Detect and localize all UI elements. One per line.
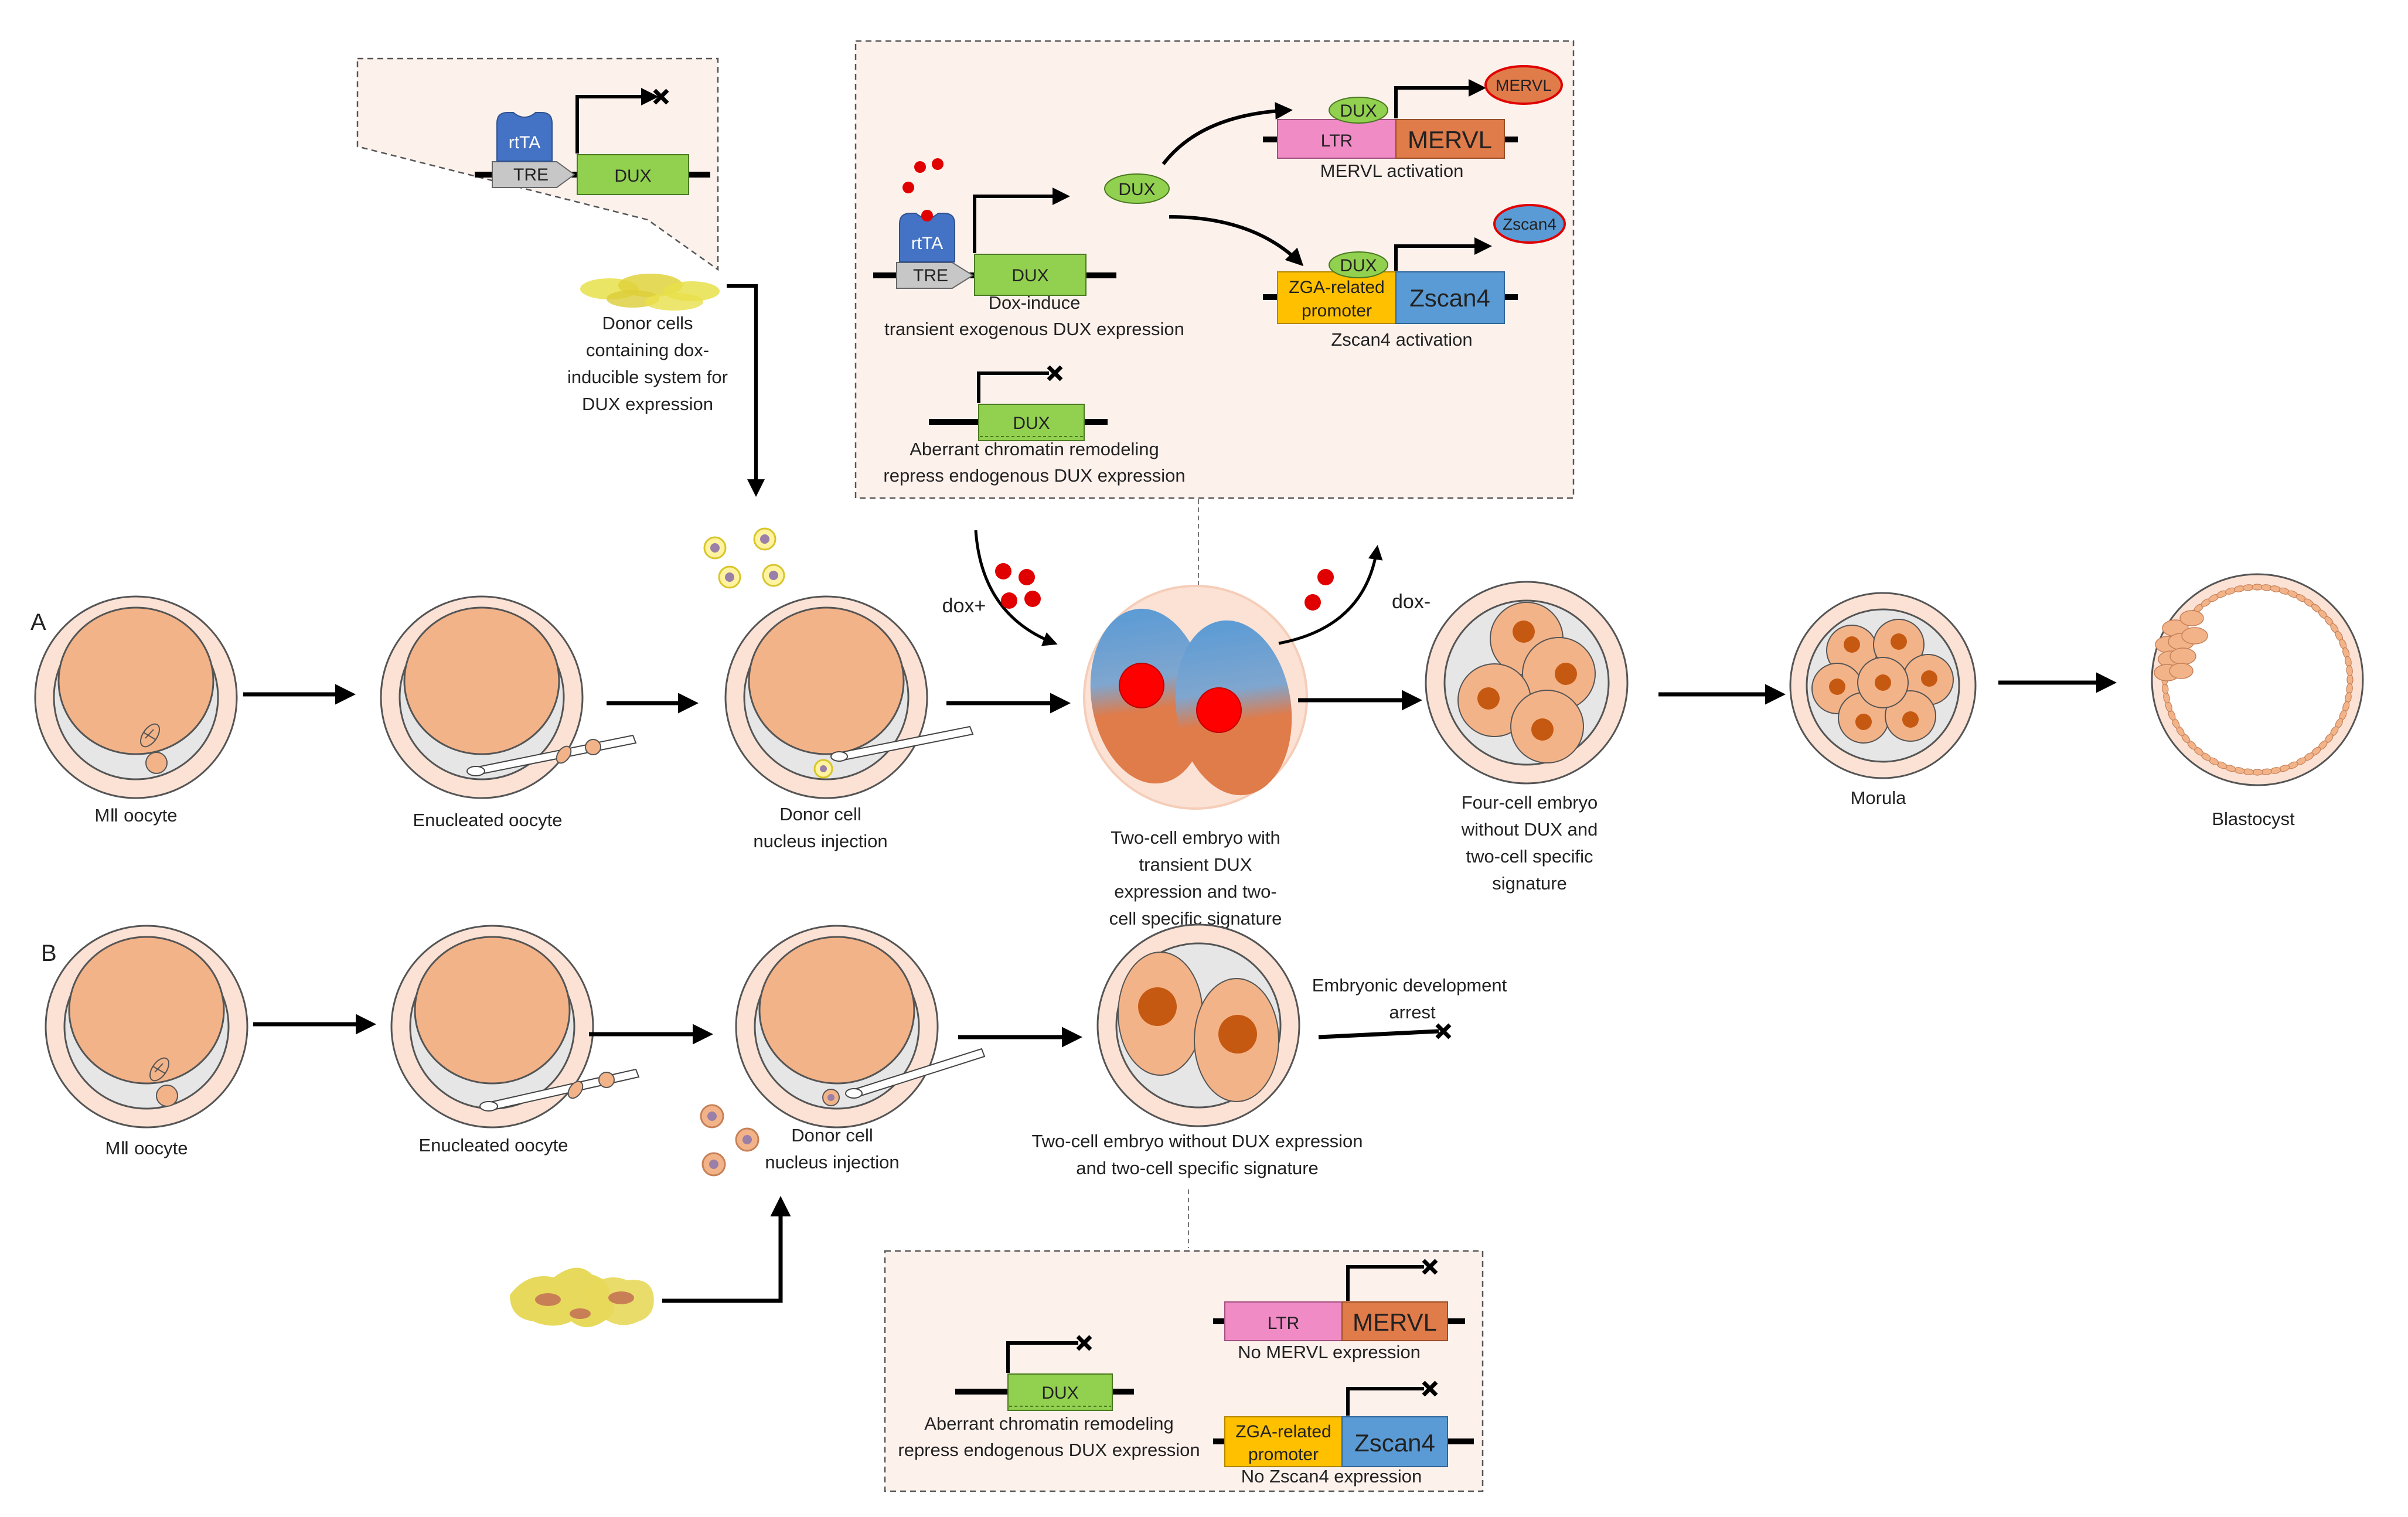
svg-text:LTR: LTR (1268, 1314, 1299, 1333)
enucleated-oocyte-a (380, 595, 637, 799)
svg-text:Four-cell embryo: Four-cell embryo (1462, 792, 1598, 813)
svg-text:Aberrant chromatin remodeling: Aberrant chromatin remodeling (924, 1413, 1174, 1434)
svg-text:DUX: DUX (1340, 256, 1377, 275)
svg-text:repress endogenous DUX express: repress endogenous DUX expression (898, 1440, 1200, 1460)
svg-text:DUX expression: DUX expression (582, 394, 713, 414)
mii-label-a: MⅡ oocyte (94, 805, 177, 826)
injection-label-b-2: nucleus injection (765, 1152, 899, 1172)
dox-plus: dox+ (942, 530, 1058, 646)
dux-transgene-label: DUX (1011, 266, 1048, 285)
rtta-label: rtTA (509, 133, 540, 152)
zscan4-product-label: Zscan4 (1503, 215, 1556, 233)
svg-text:DUX: DUX (1013, 414, 1050, 433)
svg-text:MERVL activation: MERVL activation (1320, 161, 1464, 181)
svg-text:without DUX and: without DUX and (1461, 819, 1598, 840)
dux-label: DUX (614, 166, 651, 186)
tre-label: TRE (513, 165, 549, 185)
donor-injection-b (735, 925, 986, 1129)
svg-text:two-cell specific: two-cell specific (1466, 846, 1593, 867)
svg-text:MERVL: MERVL (1353, 1308, 1437, 1336)
svg-text:ZGA-related: ZGA-related (1235, 1422, 1331, 1441)
svg-text:Donor cells: Donor cells (602, 313, 693, 333)
svg-text:DUX: DUX (1340, 101, 1377, 121)
svg-text:transient exogenous DUX expres: transient exogenous DUX expression (884, 319, 1184, 339)
enucleated-label-a: Enucleated oocyte (413, 810, 562, 830)
injection-label-b-1: Donor cell (791, 1125, 873, 1146)
injection-label-a-1: Donor cell (779, 804, 861, 824)
dox-minus: dox- (1278, 545, 1431, 645)
blastocyst (2151, 573, 2364, 786)
svg-text:Zscan4 activation: Zscan4 activation (1331, 329, 1472, 350)
donor-cells-a (703, 527, 785, 589)
blastocyst-label: Blastocyst (2212, 809, 2295, 829)
arrow-donor-to-injection-b (662, 1196, 791, 1303)
svg-text:Zscan4: Zscan4 (1409, 284, 1490, 312)
donor-injection-a (724, 595, 974, 799)
two-cell-embryo-no-dux (1096, 923, 1300, 1127)
panel-a-label: A (30, 609, 46, 635)
enucleated-label-b: Enucleated oocyte (418, 1135, 568, 1155)
morula-label: Morula (1851, 788, 1907, 808)
svg-text:DUX: DUX (1041, 1383, 1078, 1403)
svg-text:Dox-induce: Dox-induce (989, 292, 1081, 313)
inset-no-dux: DUX Aberrant chromatin remodeling repres… (884, 1250, 1484, 1492)
four-cell-embryo (1425, 581, 1629, 785)
tre-label-2: TRE (913, 266, 948, 285)
inset-donor-construct: TRE rtTA DUX (356, 57, 719, 271)
donor-cells-cluster-bottom (510, 1267, 654, 1327)
svg-text:ZGA-related: ZGA-related (1289, 278, 1384, 297)
mii-oocyte-a (34, 595, 238, 799)
rtta-label-2: rtTA (911, 234, 943, 253)
svg-text:signature: signature (1492, 873, 1567, 894)
svg-text:LTR: LTR (1321, 131, 1353, 151)
dox-plus-label: dox+ (942, 595, 986, 617)
donor-cells-caption: Donor cells containing dox- inducible sy… (567, 313, 728, 414)
arrest-x-icon (1437, 1025, 1450, 1038)
svg-text:Embryonic development: Embryonic development (1312, 975, 1507, 996)
svg-text:promoter: promoter (1302, 301, 1372, 321)
svg-text:and two-cell specific signatur: and two-cell specific signature (1076, 1158, 1319, 1178)
svg-text:expression and two-: expression and two- (1114, 881, 1276, 902)
svg-text:Aberrant chromatin remodeling: Aberrant chromatin remodeling (910, 439, 1159, 459)
svg-text:Two-cell embryo with: Two-cell embryo with (1111, 827, 1280, 848)
morula (1789, 592, 1977, 779)
panel-b-label: B (41, 940, 57, 966)
mii-label-b: MⅡ oocyte (105, 1138, 188, 1158)
dux-protein-label: DUX (1118, 180, 1155, 199)
svg-text:Zscan4: Zscan4 (1354, 1429, 1435, 1457)
svg-text:repress endogenous DUX express: repress endogenous DUX expression (883, 465, 1185, 486)
svg-text:containing dox-: containing dox- (586, 340, 709, 360)
trophectoderm-cell (2346, 664, 2353, 677)
svg-text:No MERVL expression: No MERVL expression (1238, 1342, 1421, 1362)
svg-text:MERVL: MERVL (1408, 126, 1492, 154)
svg-text:arrest: arrest (1389, 1002, 1436, 1022)
enucleated-oocyte-b (390, 925, 640, 1129)
svg-text:Two-cell embryo without DUX ex: Two-cell embryo without DUX expression (1031, 1131, 1363, 1151)
inset-dux-activation: TRE rtTA DUX Dox-induce transient exogen… (854, 40, 1575, 499)
svg-text:inducible system for: inducible system for (567, 367, 728, 387)
arrest-annotation: Embryonic development arrest (1312, 975, 1507, 1038)
two-cell-embryo-dux (1083, 585, 1308, 810)
arrow-donor-to-injection (727, 284, 765, 497)
donor-cells-cluster-top (580, 274, 720, 311)
svg-text:promoter: promoter (1248, 1445, 1319, 1464)
dox-minus-label: dox- (1392, 591, 1431, 613)
mii-oocyte-b (45, 925, 248, 1129)
injection-label-a-2: nucleus injection (753, 831, 887, 851)
mervl-product-label: MERVL (1496, 76, 1552, 94)
svg-text:No Zscan4 expression: No Zscan4 expression (1241, 1466, 1422, 1487)
svg-text:transient DUX: transient DUX (1139, 854, 1252, 875)
donor-cells-b (700, 1104, 759, 1177)
